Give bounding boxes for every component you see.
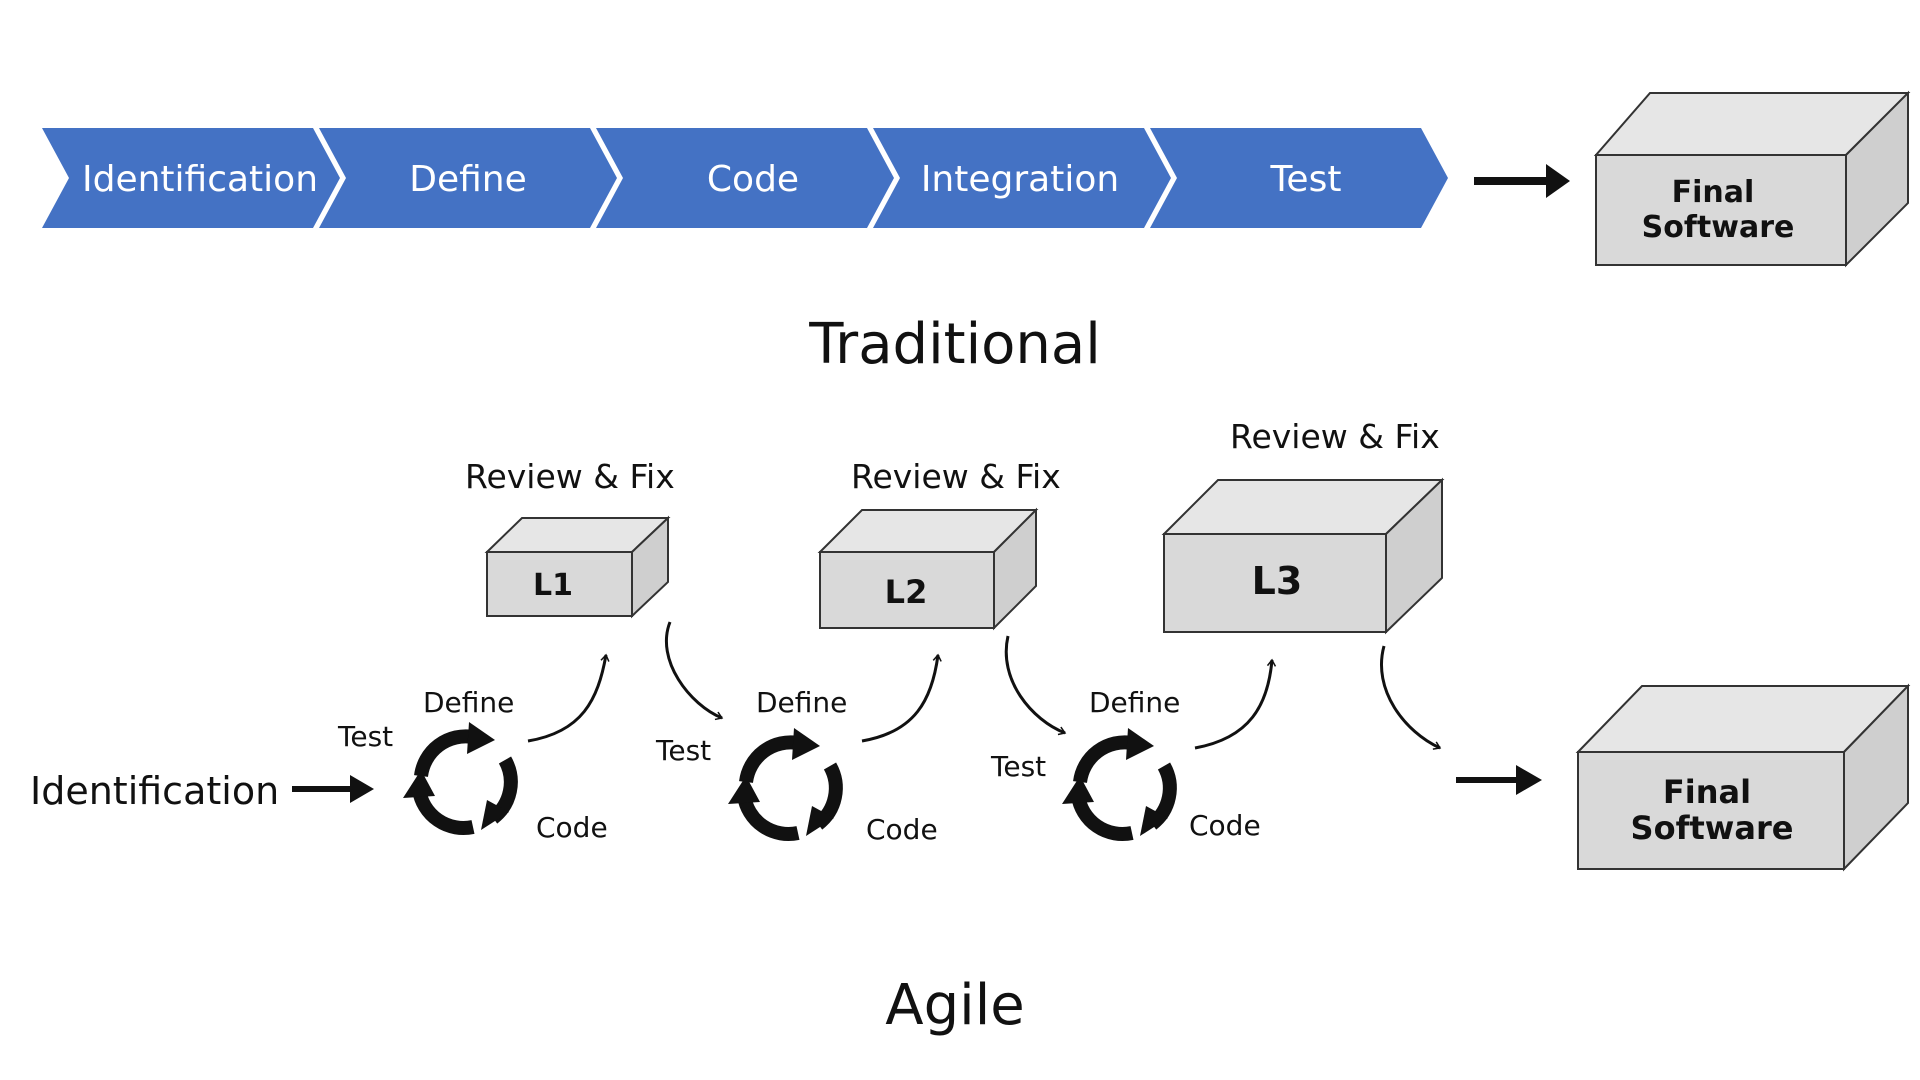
chevron-step-test	[1150, 128, 1448, 228]
chevron-label: Define	[409, 159, 527, 200]
chevron-label: Identification	[82, 159, 318, 200]
chevron-label: Test	[1270, 159, 1342, 200]
final-software-label-line1: Final	[1672, 175, 1755, 210]
cycle-arrows-icon	[728, 728, 836, 836]
agile-start-label: Identification	[30, 769, 279, 813]
cycle-arrows-icon	[403, 722, 511, 830]
final-software-box: Final Software	[1575, 683, 1911, 872]
agile-section: Identification Define Test Code L1 Revie…	[30, 417, 1911, 1038]
curved-arrow-icon	[664, 621, 724, 721]
cycle-define-label: Define	[756, 686, 847, 719]
chevron-label: Code	[707, 159, 799, 200]
right-arrow-icon	[1474, 164, 1570, 198]
level-box-l1: L1	[484, 515, 671, 619]
cycle-define-label: Define	[423, 686, 514, 719]
cycle-code-label: Code	[1189, 809, 1261, 842]
traditional-title: Traditional	[808, 312, 1101, 377]
chevron-step-identification	[42, 128, 340, 228]
cycle-test-label: Test	[655, 734, 711, 767]
level-box-label: L3	[1252, 559, 1303, 603]
cycle-code-label: Code	[866, 813, 938, 846]
final-software-label-line1: Final	[1663, 773, 1751, 811]
right-arrow-icon	[292, 775, 374, 803]
agile-iteration-2: Define Test Code L2 Review & Fix	[655, 457, 1067, 846]
chevron-step-code	[596, 128, 894, 228]
review-fix-label: Review & Fix	[851, 457, 1061, 496]
final-software-box: Final Software	[1593, 90, 1911, 268]
curved-arrow-icon	[1004, 635, 1067, 736]
chevron-step-define	[319, 128, 617, 228]
cycle-define-label: Define	[1089, 686, 1180, 719]
right-arrow-icon	[1456, 765, 1542, 795]
level-box-label: L2	[885, 573, 928, 611]
review-fix-label: Review & Fix	[465, 457, 675, 496]
cycle-test-label: Test	[990, 750, 1046, 783]
curved-arrow-icon	[1380, 645, 1442, 750]
final-software-label-line2: Software	[1631, 809, 1794, 847]
curved-arrow-icon	[1194, 658, 1277, 750]
level-box-l3: L3	[1161, 477, 1445, 635]
level-box-label: L1	[533, 568, 573, 603]
cycle-code-label: Code	[536, 811, 608, 844]
curved-arrow-icon	[861, 653, 942, 743]
final-software-label-line2: Software	[1642, 210, 1795, 245]
cycle-arrows-icon	[1062, 728, 1170, 836]
review-fix-label: Review & Fix	[1230, 417, 1440, 456]
level-box-l2: L2	[817, 507, 1039, 631]
chevron-flow: Identification Define Code Integration T…	[42, 128, 1448, 228]
agile-iteration-1: Define Test Code L1 Review & Fix	[337, 457, 724, 844]
agile-title: Agile	[885, 973, 1024, 1038]
cycle-test-label: Test	[337, 720, 393, 753]
curved-arrow-icon	[527, 653, 610, 743]
chevron-label: Integration	[921, 159, 1119, 200]
chevron-step-integration	[873, 128, 1171, 228]
agile-iteration-3: Define Test Code L3 Review & Fix	[990, 417, 1445, 842]
traditional-section: Identification Define Code Integration T…	[42, 90, 1911, 377]
